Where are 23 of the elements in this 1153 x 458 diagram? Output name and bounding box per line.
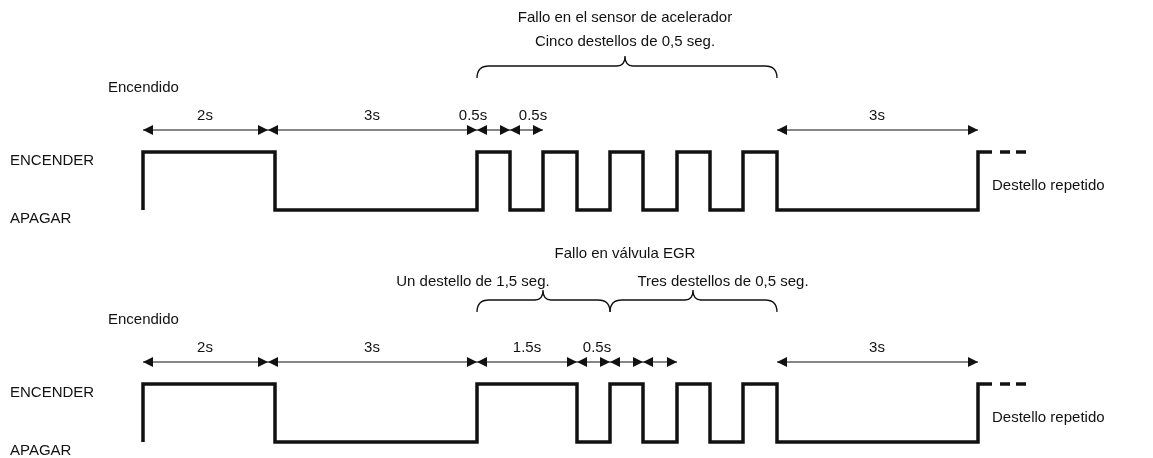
fault-description: Cinco destellos de 0,5 seg. xyxy=(534,32,716,50)
level-label: APAGAR xyxy=(10,209,72,227)
duration-label: 2s xyxy=(197,106,213,124)
duration-label: 3s xyxy=(364,338,380,356)
level-label: APAGAR xyxy=(10,441,72,458)
duration-label: 2s xyxy=(197,338,213,356)
level-label: ENCENDER xyxy=(10,151,95,169)
level-label: ENCENDER xyxy=(10,383,95,401)
duration-label: 0.5s xyxy=(518,106,548,124)
power-on-label: Encendido xyxy=(108,310,179,328)
fault-description: Tres destellos de 0,5 seg. xyxy=(637,272,809,290)
repeat-label: Destello repetido xyxy=(992,176,1105,194)
fault-title: Fallo en el sensor de acelerador xyxy=(517,8,733,26)
fault-description: Un destello de 1,5 seg. xyxy=(396,272,550,290)
repeat-label: Destello repetido xyxy=(992,408,1105,426)
duration-label: 1.5s xyxy=(512,338,542,356)
duration-label: 3s xyxy=(869,106,885,124)
fault-title: Fallo en válvula EGR xyxy=(554,244,696,262)
power-on-label: Encendido xyxy=(108,78,179,96)
duration-label: 3s xyxy=(869,338,885,356)
duration-label: 3s xyxy=(364,106,380,124)
duration-label: 0.5s xyxy=(458,106,488,124)
duration-label: 0.5s xyxy=(582,338,612,356)
